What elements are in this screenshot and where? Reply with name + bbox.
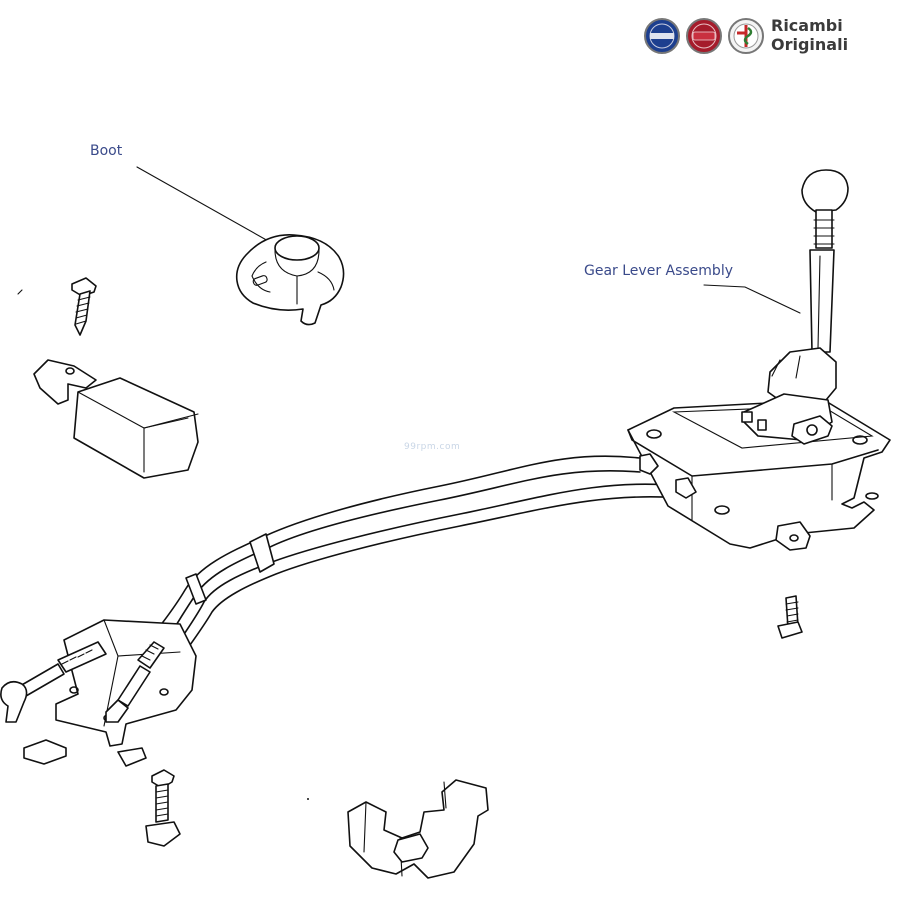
gear-cables (91, 455, 683, 677)
brand-line-2: Originali (771, 35, 849, 54)
stray-dot (307, 798, 309, 800)
cable-end-left (0, 641, 107, 723)
bolt-bottom-left (145, 769, 181, 847)
cable-end-right (105, 641, 165, 723)
edge-mark (17, 289, 23, 295)
lever-mount-bracket (23, 619, 197, 767)
lancia-logo (644, 18, 680, 54)
gear-lever-part (741, 169, 849, 445)
fiat-logo (686, 18, 722, 54)
cable-clip (347, 779, 489, 879)
bolt-top-left (71, 277, 97, 336)
brand-text: Ricambi Originali (771, 16, 848, 54)
callout-boot: Boot (90, 143, 123, 159)
bracket-part (33, 359, 199, 479)
callout-gear-lever-assembly: Gear Lever Assembly (584, 263, 733, 279)
gear-lever-leader-line (703, 284, 801, 314)
watermark: 99rpm.com (404, 442, 461, 452)
boot-leader-line (136, 166, 271, 243)
brand-line-1: Ricambi (771, 16, 843, 35)
alfa-romeo-logo (728, 18, 764, 54)
boot-part (235, 234, 345, 326)
bolt-right (777, 595, 803, 639)
